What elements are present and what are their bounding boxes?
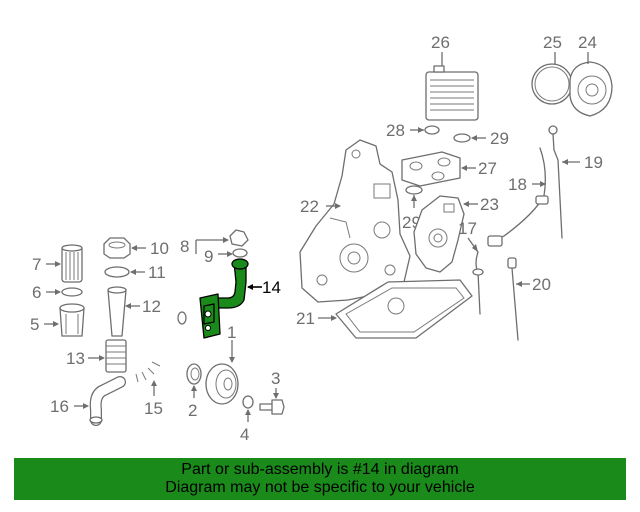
- part-12-filter-insert: [107, 286, 127, 337]
- part-15-hose: [119, 311, 187, 387]
- part-22-housing: [299, 139, 411, 303]
- part-16-pipe: [89, 376, 126, 426]
- callout-20[interactable]: 20: [532, 275, 551, 294]
- callout-26[interactable]: 26: [431, 33, 450, 52]
- callout-10[interactable]: 10: [150, 239, 169, 258]
- part-21-gasket: [335, 279, 473, 339]
- callout-28[interactable]: 28: [386, 121, 405, 140]
- callout-11[interactable]: 11: [148, 263, 166, 282]
- callout-4[interactable]: 4: [240, 425, 249, 444]
- info-banner: Part or sub-assembly is #14 in diagram D…: [14, 458, 626, 500]
- callout-25[interactable]: 25: [543, 33, 562, 52]
- callout-17[interactable]: 17: [458, 219, 477, 238]
- callout-22[interactable]: 22: [300, 197, 319, 216]
- part-14-oil-pipe: [199, 258, 249, 339]
- callout-9[interactable]: 9: [204, 247, 213, 266]
- part-4-washer: [242, 395, 254, 409]
- part-3-bolt: [259, 399, 285, 415]
- part-24-pump: [569, 61, 613, 117]
- part-18-dipstick-tube: [487, 147, 549, 247]
- callout-6[interactable]: 6: [32, 283, 41, 302]
- parts-diagram: 26 28 29 27 29 25 24 19: [30, 33, 613, 444]
- part-5-filter-cap: [59, 303, 85, 337]
- part-29-seal-upper: [453, 133, 471, 143]
- callout-23[interactable]: 23: [480, 195, 499, 214]
- callout-27[interactable]: 27: [478, 159, 497, 178]
- part-1-pulley: [205, 363, 239, 405]
- part-20-rod: [507, 257, 519, 341]
- part-28-seal: [424, 125, 440, 135]
- part-17-tube: [472, 251, 484, 315]
- part-6-seal: [61, 287, 83, 297]
- callout-3[interactable]: 3: [271, 369, 280, 388]
- callout-1[interactable]: 1: [227, 323, 236, 342]
- part-11-o-ring: [104, 266, 130, 278]
- callout-19[interactable]: 19: [584, 153, 603, 172]
- callout-12[interactable]: 12: [142, 297, 161, 316]
- callout-18[interactable]: 18: [508, 175, 527, 194]
- part-9-washer: [232, 248, 248, 258]
- callout-21[interactable]: 21: [296, 309, 315, 328]
- callout-16[interactable]: 16: [50, 397, 69, 416]
- callout-14[interactable]: 14: [262, 278, 281, 297]
- banner-line-1: Part or sub-assembly is #14 in diagram: [181, 461, 459, 478]
- part-8-cap: [229, 229, 249, 247]
- part-26-oil-cooler: [425, 65, 479, 121]
- callout-7[interactable]: 7: [32, 255, 41, 274]
- banner-line-2: Diagram may not be specific to your vehi…: [165, 479, 475, 496]
- callout-5[interactable]: 5: [30, 315, 39, 334]
- callout-8[interactable]: 8: [180, 237, 189, 256]
- part-25-seal-ring: [531, 63, 573, 105]
- part-13-spring: [105, 339, 127, 373]
- callout-15[interactable]: 15: [144, 399, 163, 418]
- callout-29-upper[interactable]: 29: [490, 129, 509, 148]
- part-29-seal-lower: [405, 185, 423, 195]
- part-10-filter-cap: [103, 237, 131, 259]
- callout-13[interactable]: 13: [66, 349, 85, 368]
- part-27-adapter: [401, 151, 461, 187]
- callout-24[interactable]: 24: [578, 33, 597, 52]
- part-7-oil-filter: [61, 244, 83, 283]
- part-19-dipstick: [548, 125, 563, 239]
- callout-2[interactable]: 2: [188, 401, 197, 420]
- part-23-filter-housing: [413, 195, 465, 273]
